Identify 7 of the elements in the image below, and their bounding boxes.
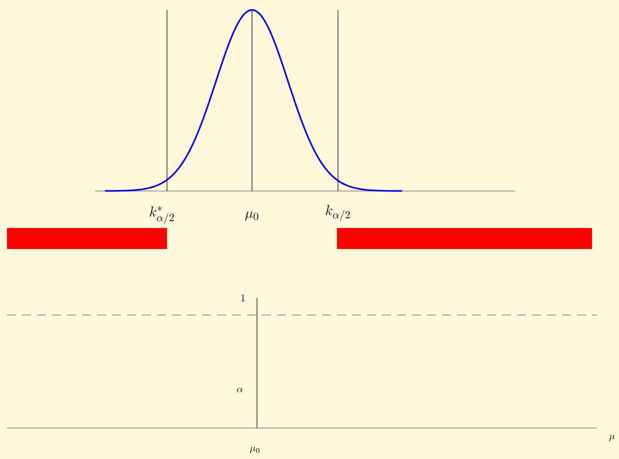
math-label: $k^*_{\alpha/2}$ — [150, 206, 174, 224]
math-label: $\mu$ — [609, 434, 615, 442]
math-label: $\alpha$ — [237, 388, 243, 392]
math-label: $1$ — [241, 294, 245, 302]
math-label: $\mu_0$ — [250, 446, 260, 454]
math-label: $k_{\alpha/2}$ — [326, 205, 350, 221]
math-label: $\mu_0$ — [245, 211, 258, 221]
